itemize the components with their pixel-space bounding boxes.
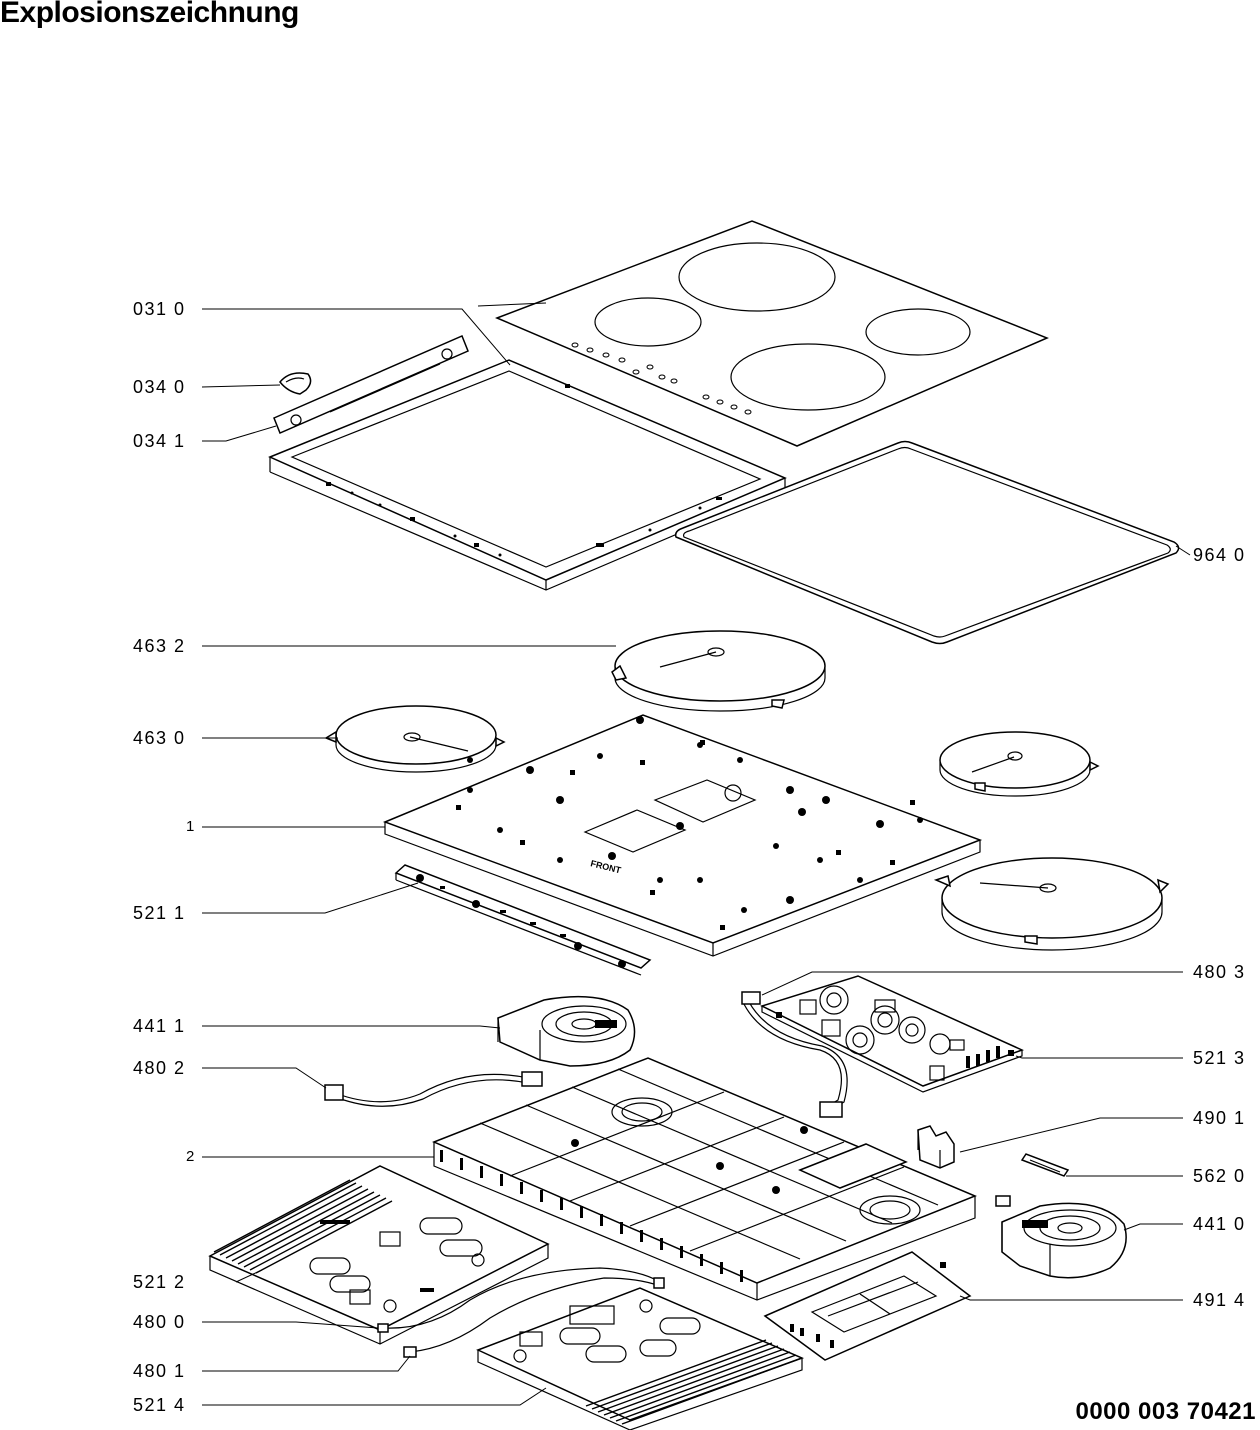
touch-control-board <box>763 1251 972 1361</box>
coil-carrier-plate: FRONT <box>382 714 983 957</box>
large-induction-coil-lower-right <box>933 857 1170 951</box>
cooling-fan-lower <box>995 1195 1127 1279</box>
power-pcb-right <box>741 975 1024 1118</box>
callout-463-2: 463 2 <box>133 636 186 656</box>
callout-1: 1 <box>186 818 196 835</box>
callout-490-1: 490 1 <box>1193 1108 1246 1128</box>
cooktop-seal <box>674 440 1180 645</box>
callout-480-1: 480 1 <box>133 1361 186 1381</box>
callout-964-0: 964 0 <box>1193 545 1246 565</box>
bottom-housing <box>432 1057 977 1301</box>
large-induction-coil <box>611 630 826 712</box>
power-module-left <box>208 1165 550 1345</box>
leader-lines <box>201 302 1191 1406</box>
mounting-bracket <box>273 335 469 434</box>
cooling-fan-upper <box>497 995 636 1067</box>
cable-harness-lower <box>377 1267 665 1358</box>
callout-521-2: 521 2 <box>133 1272 186 1292</box>
callout-480-0: 480 0 <box>133 1312 186 1332</box>
medium-induction-coil-left <box>324 705 506 773</box>
small-induction-coil-right <box>939 731 1100 797</box>
callout-031-0: 031 0 <box>133 299 186 319</box>
callout-441-1: 441 1 <box>133 1016 186 1036</box>
control-strip <box>394 864 652 976</box>
cable-harness-left <box>324 1071 543 1107</box>
callout-2: 2 <box>186 1148 196 1165</box>
holder-part <box>917 1125 955 1169</box>
callout-521-3: 521 3 <box>1193 1048 1246 1068</box>
document-number: 0000 003 70421 <box>1075 1398 1256 1425</box>
power-module-right <box>476 1287 805 1430</box>
callout-463-0: 463 0 <box>133 728 186 748</box>
callout-441-0: 441 0 <box>1193 1214 1246 1234</box>
mounting-clip <box>279 372 312 395</box>
callout-034-1: 034 1 <box>133 431 186 451</box>
callout-521-4: 521 4 <box>133 1395 186 1415</box>
callout-480-2: 480 2 <box>133 1058 186 1078</box>
callout-491-4: 491 4 <box>1193 1290 1246 1310</box>
glass-ceramic-top <box>494 220 1049 447</box>
callout-034-0: 034 0 <box>133 377 186 397</box>
fuse-part <box>1020 1153 1070 1177</box>
callout-562-0: 562 0 <box>1193 1166 1246 1186</box>
callout-521-1: 521 1 <box>133 903 186 923</box>
callout-480-3: 480 3 <box>1193 962 1246 982</box>
page-title: Explosionszeichnung <box>0 0 299 29</box>
